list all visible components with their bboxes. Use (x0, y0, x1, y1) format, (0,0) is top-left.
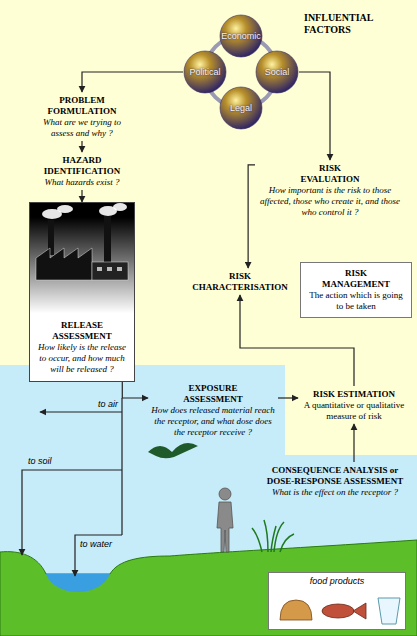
flow-arrow (81, 190, 82, 202)
flow-arrow (278, 397, 298, 398)
flow-arrow (248, 165, 255, 268)
stage-heading: RELEASE ASSESSMENT (34, 320, 130, 342)
flow-arrow (299, 72, 330, 160)
factor-sphere: Legal (219, 86, 263, 130)
stage-description: What is the effect on the receptor ? (257, 487, 413, 498)
stage-heading: EXPOSURE ASSESSMENT (166, 383, 261, 405)
factor-sphere: Economic (219, 14, 263, 58)
stage-text-node: RISK ESTIMATIONA quantitative or qualita… (298, 386, 410, 424)
river (46, 574, 110, 592)
stage-heading: RISK EVALUATION (290, 163, 370, 185)
stage-heading: CONSEQUENCE ANALYSIS or DOSE-RESPONSE AS… (257, 465, 413, 487)
stage-description: A quantitative or qualitative measure of… (300, 400, 408, 422)
pathway-label: to soil (28, 456, 68, 467)
stage-heading: RISK CHARACTERISATION (185, 271, 295, 293)
bird (148, 443, 198, 458)
flow-arrow (353, 424, 354, 462)
stage-text-node: RISK EVALUATIONHow important is the risk… (255, 160, 405, 220)
release-box: RELEASE ASSESSMENTHow likely is the rele… (29, 202, 135, 382)
factor-name: Political (189, 67, 220, 77)
flow-arrow (81, 141, 82, 152)
stage-text-node: PROBLEM FORMULATIONWhat are we trying to… (32, 92, 132, 141)
stage-heading: HAZARD IDENTIFICATION (37, 155, 127, 177)
flow-arrow (240, 295, 354, 386)
person (217, 488, 233, 552)
factory-illustration (36, 203, 128, 280)
factor-sphere: Political (183, 50, 227, 94)
sphere-outline (220, 87, 262, 129)
factor-name: Economic (221, 31, 261, 41)
food-icons (280, 598, 400, 624)
factor-name: Social (265, 67, 290, 77)
group-heading: INFLUENTIAL FACTORS (304, 12, 404, 36)
stage-text-node: RISK CHARACTERISATION (182, 268, 298, 295)
stage-text-node: EXPOSURE ASSESSMENTHow does released mat… (148, 380, 278, 440)
pathway-label: to water (80, 539, 124, 550)
stage-text-node: CONSEQUENCE ANALYSIS or DOSE-RESPONSE AS… (255, 462, 415, 500)
flow-arrow (122, 382, 148, 398)
stage-text-node: HAZARD IDENTIFICATIONWhat hazards exist … (32, 152, 132, 190)
stage-description: How does released material reach the rec… (150, 405, 276, 438)
flow-arrow (82, 72, 183, 92)
sphere-outline (256, 51, 298, 93)
stage-description: How likely is the release to occur, and … (34, 342, 130, 375)
sphere-outline (220, 15, 262, 57)
grass (252, 520, 294, 552)
stage-description: What hazards exist ? (34, 177, 130, 188)
management-box: RISK MANAGEMENTThe action which is going… (300, 262, 412, 318)
factor-name: Legal (230, 103, 252, 113)
stage-heading: RISK ESTIMATION (309, 389, 399, 400)
pathway-line (121, 398, 122, 535)
sphere-outline (184, 51, 226, 93)
stage-description: The action which is going to be taken (305, 290, 407, 312)
stage-heading: RISK MANAGEMENT (319, 268, 394, 290)
stage-heading: PROBLEM FORMULATION (42, 95, 122, 117)
environment-area (0, 365, 417, 636)
pathway-label: to air (84, 399, 118, 410)
food-products-box: food products (268, 572, 406, 630)
ground (0, 540, 417, 636)
factor-sphere: Social (255, 50, 299, 94)
box-caption: food products (271, 576, 403, 587)
stage-description: What are we trying to assess and why ? (34, 117, 130, 139)
stage-description: How important is the risk to those affec… (257, 185, 403, 218)
air-pathway-arrow (40, 411, 122, 412)
